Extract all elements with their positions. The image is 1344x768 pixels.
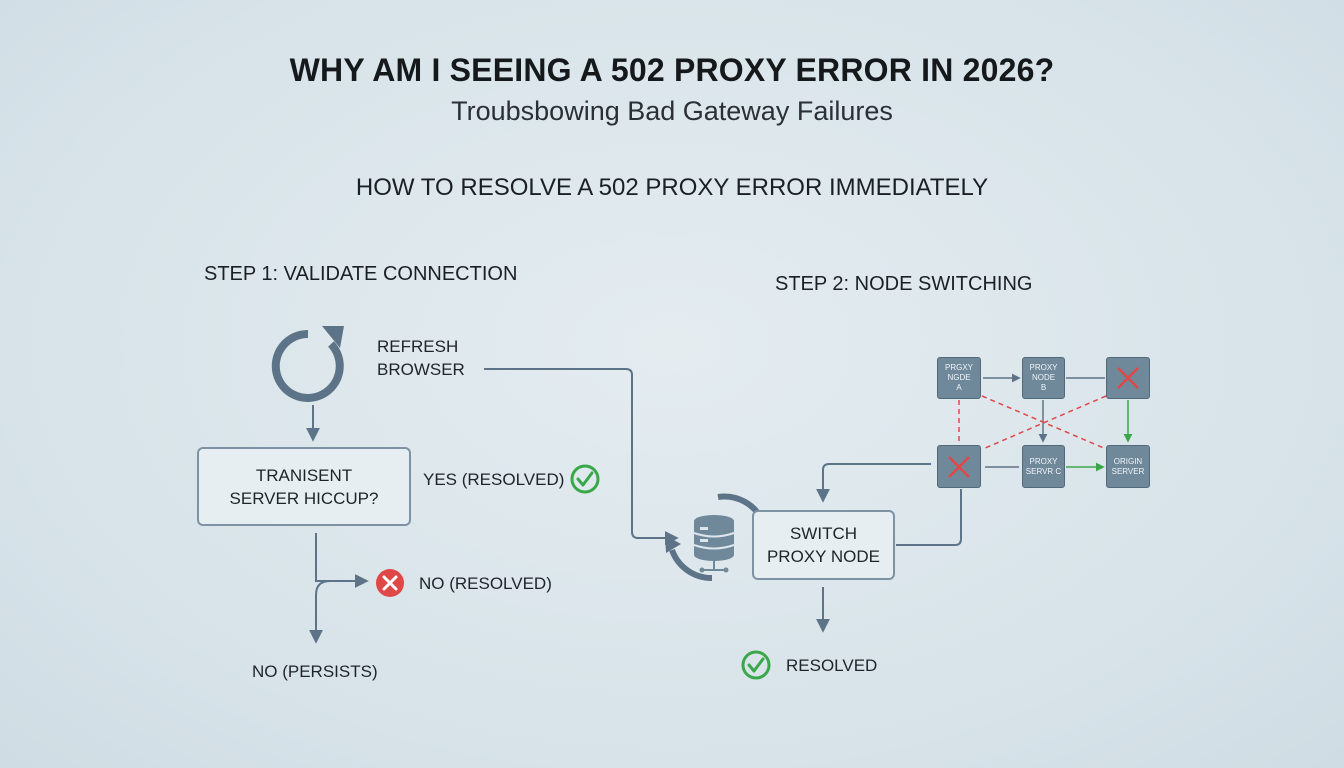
refresh-label-line1: REFRESH	[377, 337, 459, 356]
page-subtitle: Troubsbowing Bad Gateway Failures	[451, 96, 893, 126]
no-resolved-label: NO (RESOLVED)	[419, 574, 552, 593]
page-title: WHY AM I SEEING A 502 PROXY ERROR IN 202…	[289, 52, 1055, 88]
decision-line2: SERVER HICCUP?	[229, 488, 379, 508]
arrow-to-no-persists	[309, 580, 331, 644]
refresh-icon	[271, 326, 344, 402]
switch-proxy-node-box: SWITCH PROXY NODE	[752, 510, 895, 580]
section-heading: HOW TO RESOLVE A 502 PROXY ERROR IMMEDIA…	[355, 174, 989, 201]
failed-x-icon	[948, 455, 970, 478]
failed-node-bottom	[937, 445, 981, 488]
failed-node-top	[1106, 357, 1150, 399]
failed-x-icon	[1117, 367, 1139, 389]
check-circle-icon	[570, 464, 600, 494]
arrow-network-to-switch	[816, 463, 931, 503]
no-persists-label: NO (PERSISTS)	[252, 662, 378, 681]
origin-server: ORIGIN SERVER	[1106, 445, 1150, 488]
yes-resolved-label: YES (RESOLVED)	[423, 470, 565, 489]
refresh-label-line2: BROWSER	[377, 360, 465, 379]
resolved-label: RESOLVED	[786, 656, 878, 675]
proxy-node-a: PRGXY NGDE A	[937, 357, 981, 399]
arrow-to-no-resolved	[315, 533, 369, 588]
decision-box: TRANISENT SERVER HICCUP?	[197, 447, 411, 526]
decision-line1: TRANISENT	[255, 465, 353, 485]
proxy-server-c: PROXY SERVR C	[1022, 445, 1065, 488]
proxy-node-b: PROXY NODE B	[1022, 357, 1065, 399]
step1-title: STEP 1: VALIDATE CONNECTION	[204, 263, 518, 285]
switch-line1: SWITCH	[789, 524, 858, 543]
check-circle-icon	[741, 650, 771, 680]
refresh-browser-label: REFRESH BROWSER	[377, 335, 465, 381]
arrow-refresh-to-switch	[484, 368, 679, 545]
step2-title: STEP 2: NODE SWITCHING	[775, 273, 1033, 295]
switch-line2: PROXY NODE	[766, 547, 881, 566]
failed-link-cross	[982, 395, 1107, 450]
x-circle-icon	[376, 569, 404, 597]
line-switch-to-network	[896, 489, 962, 546]
